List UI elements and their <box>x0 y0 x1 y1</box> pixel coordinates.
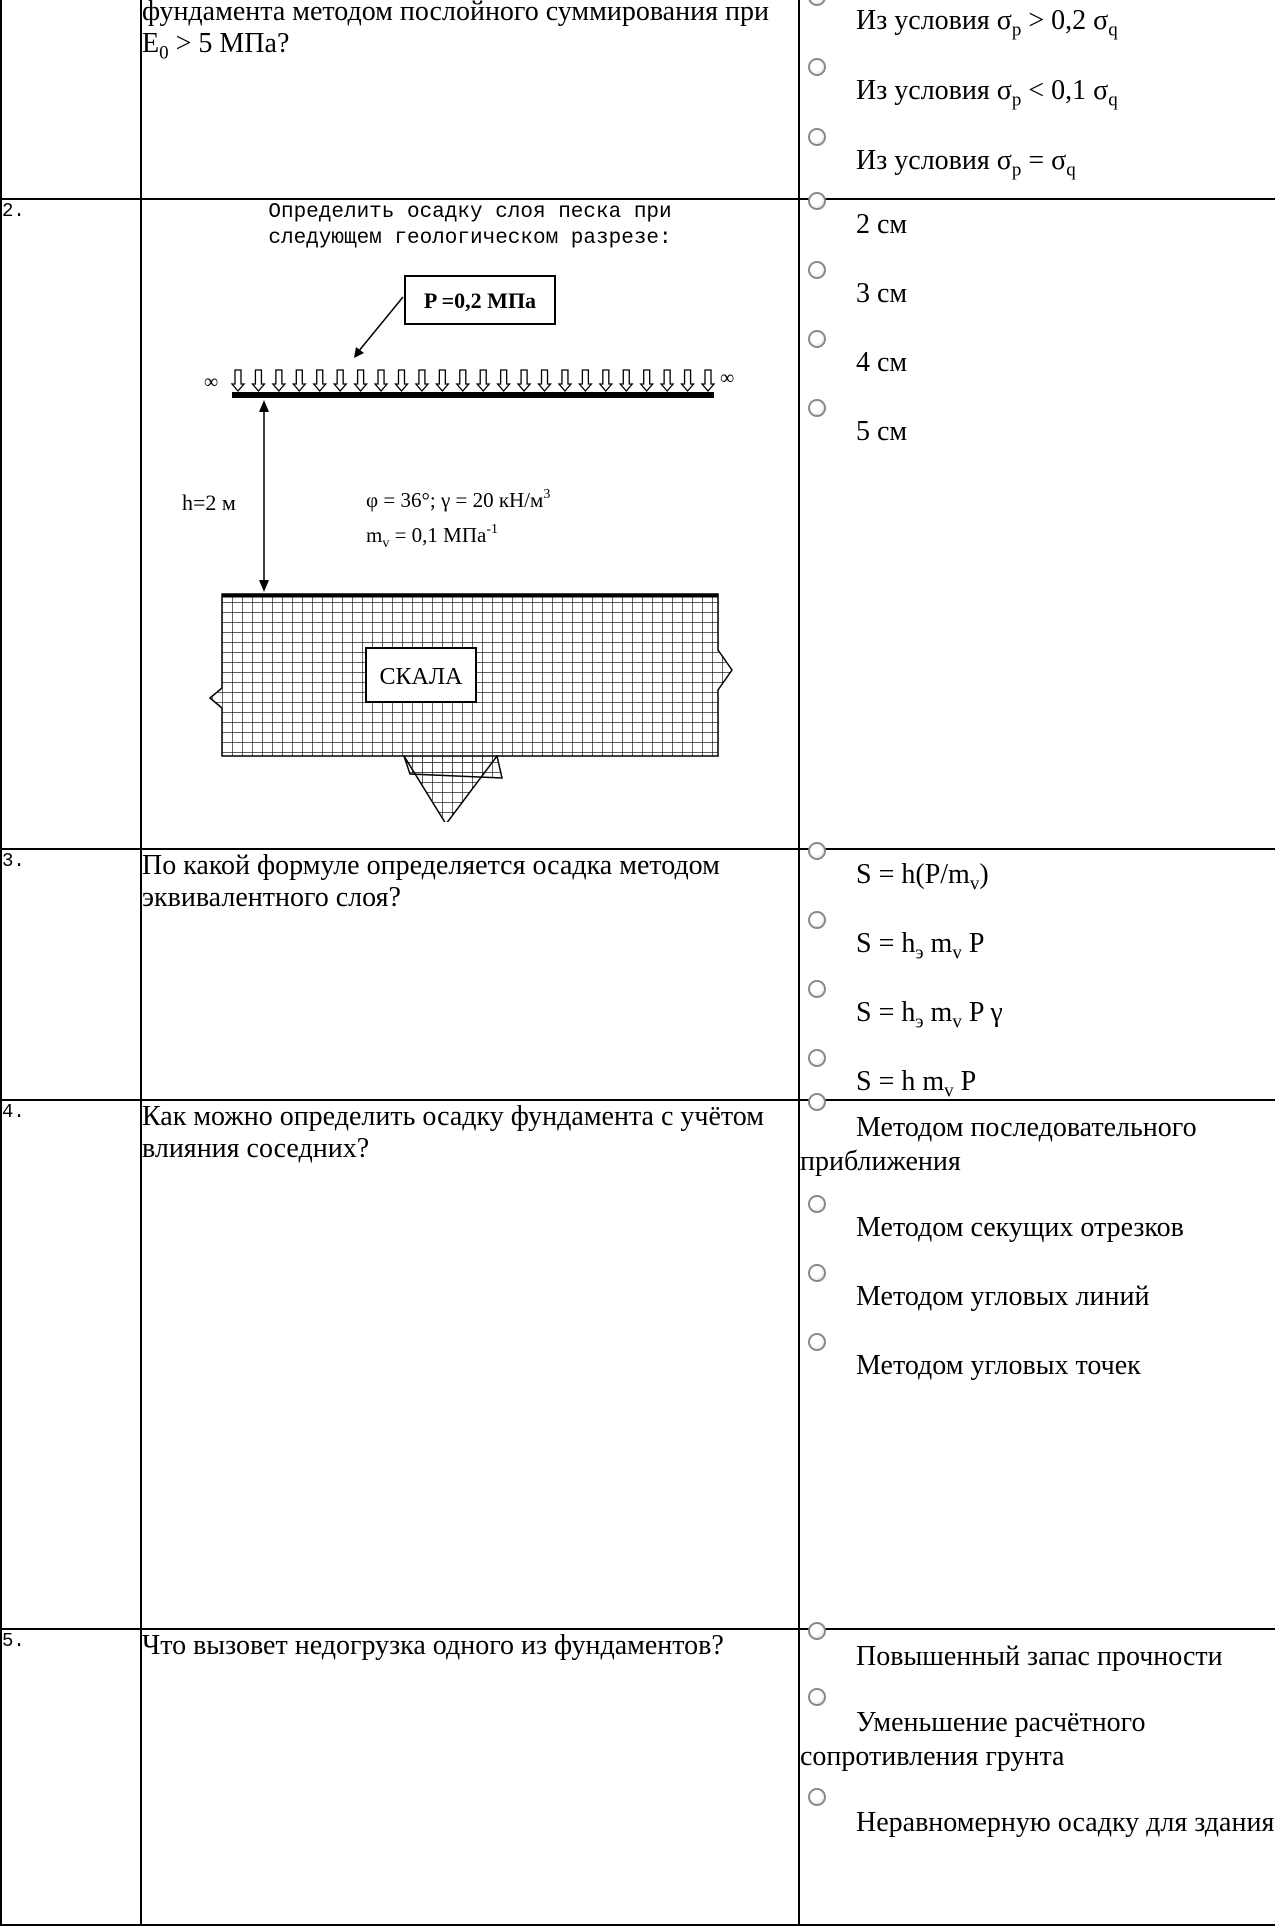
infinity-left: ∞ <box>204 371 218 393</box>
question-number: 4. <box>0 1099 142 1630</box>
rock-notch <box>402 755 499 822</box>
answer-option[interactable]: S = h mv P <box>800 1049 1275 1101</box>
load-arrow <box>455 369 471 392</box>
load-arrow <box>332 369 348 392</box>
load-arrow <box>659 369 675 392</box>
question-text: По какой формуле определяется осадка мет… <box>140 848 800 1101</box>
answer-option[interactable]: 5 см <box>800 399 1275 449</box>
depth-label: h=2 м <box>182 490 236 515</box>
radio-button[interactable] <box>808 330 826 348</box>
load-arrow <box>639 369 655 392</box>
load-arrow <box>557 369 573 392</box>
answer-option[interactable]: Неравномерную осадку для здания <box>800 1788 1275 1840</box>
soil-properties-line1: φ = 36°; γ = 20 кН/м3 <box>366 487 550 512</box>
radio-button[interactable] <box>808 1788 826 1806</box>
answer-option[interactable]: S = hэ mv P <box>800 911 1275 963</box>
load-arrow <box>537 369 552 392</box>
load-arrow <box>577 369 593 392</box>
question-text: Что вызовет недогрузка одного из фундаме… <box>140 1628 800 1926</box>
load-arrow <box>312 369 328 392</box>
question-row-3: 3. По какой формуле определяется осадка … <box>0 842 1275 1101</box>
load-label: P =0,2 МПа <box>424 288 536 313</box>
load-arrow <box>353 369 369 392</box>
radio-button[interactable] <box>808 1264 826 1282</box>
answer-options: S = h(P/mv) S = hэ mv P S = hэ mv P γ S … <box>798 842 1275 1101</box>
rock-label: СКАЛА <box>380 664 464 690</box>
question-row-2: 2. Определить осадку слоя песка при след… <box>0 192 1275 850</box>
answer-options: Из условия σp > 0,2 σq Из условия σp < 0… <box>798 0 1275 200</box>
radio-button[interactable] <box>808 842 826 860</box>
question-text: Определить осадку слоя песка при следующ… <box>140 198 800 850</box>
answer-options: Методом последовательного приближения Ме… <box>798 1093 1275 1630</box>
radio-button[interactable] <box>808 128 826 146</box>
load-arrow <box>373 369 389 392</box>
question-number: 5. <box>0 1628 142 1926</box>
answer-option[interactable]: 4 см <box>800 330 1275 380</box>
question-row-4: 4. Как можно определить осадку фундамент… <box>0 1093 1275 1630</box>
foundation-base-line <box>232 392 714 398</box>
radio-button[interactable] <box>808 911 826 929</box>
load-arrow <box>598 369 614 392</box>
radio-button[interactable] <box>808 980 826 998</box>
load-pointer-head <box>354 347 364 358</box>
answer-option[interactable]: Из условия σp = σq <box>800 128 1275 180</box>
infinity-right: ∞ <box>720 367 734 389</box>
soil-properties-line2: mv = 0,1 МПа-1 <box>366 522 498 551</box>
answer-option[interactable]: Из условия σp > 0,2 σq <box>800 0 1275 40</box>
radio-button[interactable] <box>808 1688 826 1706</box>
radio-button[interactable] <box>808 399 826 417</box>
answer-options: 2 см 3 см 4 см 5 см <box>798 192 1275 850</box>
load-arrow <box>618 369 634 392</box>
answer-option[interactable]: 2 см <box>800 192 1275 242</box>
radio-button[interactable] <box>808 1049 826 1067</box>
load-pointer <box>357 296 404 353</box>
question-number: 2. <box>0 198 142 850</box>
dimension-arrow-top <box>259 400 269 412</box>
answer-option[interactable]: Уменьшение расчётного сопротивления грун… <box>800 1688 1275 1774</box>
question-text: Как можно определить осадку фундамента с… <box>140 1099 800 1630</box>
dimension-arrow-bottom <box>259 580 269 592</box>
load-arrow <box>475 369 491 392</box>
answer-option[interactable]: Методом последовательного приближения <box>800 1093 1275 1179</box>
load-arrow <box>414 369 430 392</box>
radio-button[interactable] <box>808 192 826 210</box>
radio-button[interactable] <box>808 1333 826 1351</box>
answer-option[interactable]: Повышенный запас прочности <box>800 1622 1275 1674</box>
rock-label-box <box>365 647 477 703</box>
answer-option[interactable]: Методом угловых линий <box>800 1264 1275 1314</box>
answer-option[interactable]: Из условия σp < 0,1 σq <box>800 58 1275 110</box>
load-label-box <box>404 275 556 325</box>
load-arrow <box>230 369 246 392</box>
radio-button[interactable] <box>808 261 826 279</box>
answer-option[interactable]: 3 см <box>800 261 1275 311</box>
geology-diagram: P =0,2 МПа ∞ ∞ h=2 м φ = 36°; γ = 20 кН/… <box>182 275 734 822</box>
answer-option[interactable]: S = hэ mv P γ <box>800 980 1275 1032</box>
load-arrows <box>230 369 716 392</box>
radio-button[interactable] <box>808 1093 826 1111</box>
radio-button[interactable] <box>808 58 826 76</box>
question-row-1: фундамента методом послойного суммирован… <box>0 0 1275 200</box>
radio-button[interactable] <box>808 1622 826 1640</box>
load-arrow <box>516 369 532 392</box>
load-arrow <box>271 369 287 392</box>
answer-option[interactable]: S = h(P/mv) <box>800 842 1275 894</box>
answer-options: Повышенный запас прочности Уменьшение ра… <box>798 1622 1275 1926</box>
question-number: 3. <box>0 848 142 1101</box>
load-arrow <box>434 369 450 392</box>
radio-button[interactable] <box>808 1195 826 1213</box>
question-row-5: 5. Что вызовет недогрузка одного из фунд… <box>0 1622 1275 1926</box>
answer-option[interactable]: Методом секущих отрезков <box>800 1195 1275 1245</box>
load-arrow <box>251 369 266 392</box>
load-arrow <box>394 369 409 392</box>
load-arrow <box>291 369 307 392</box>
load-arrow <box>680 369 695 392</box>
question-number <box>0 0 142 200</box>
answer-option[interactable]: Методом угловых точек <box>800 1333 1275 1383</box>
load-arrow <box>700 369 716 392</box>
question-text: фундамента методом послойного суммирован… <box>140 0 800 200</box>
load-arrow <box>496 369 512 392</box>
